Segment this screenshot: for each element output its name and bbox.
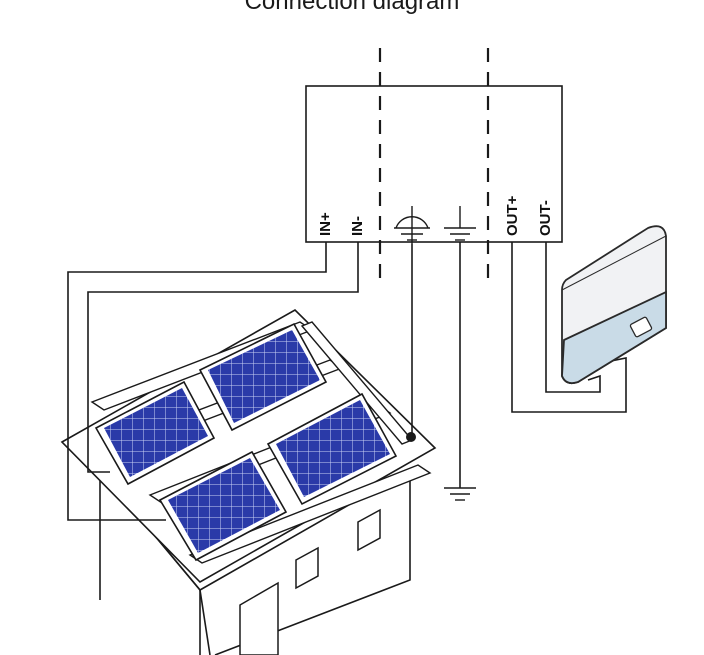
dc-wire-negative: [87, 242, 359, 473]
ground-icon: [444, 487, 476, 501]
protective-earth-icon: [394, 206, 430, 244]
solar-panel: [198, 322, 328, 432]
junction-box: [305, 85, 563, 243]
terminal-in-minus: IN-: [349, 216, 366, 236]
terminal-out-plus: OUT+: [504, 195, 521, 236]
ground-icon: [444, 206, 476, 241]
dc-wire-positive: [67, 242, 327, 521]
house-door: [239, 581, 279, 655]
inverter-display: [629, 316, 653, 338]
solar-panel: [158, 450, 288, 562]
diagram-title: Connection diagram: [244, 0, 460, 15]
terminal-in-plus: IN+: [317, 212, 334, 236]
solar-panel: [266, 392, 398, 506]
ac-wire-out-minus: [545, 242, 601, 393]
earth-wire: [406, 244, 416, 442]
solar-panel: [94, 380, 216, 486]
ac-wire-out-plus: [511, 242, 627, 413]
house-window: [357, 508, 381, 552]
inverter: [561, 225, 667, 385]
terminal-out-minus: OUT-: [537, 200, 554, 236]
house-window: [295, 546, 319, 590]
